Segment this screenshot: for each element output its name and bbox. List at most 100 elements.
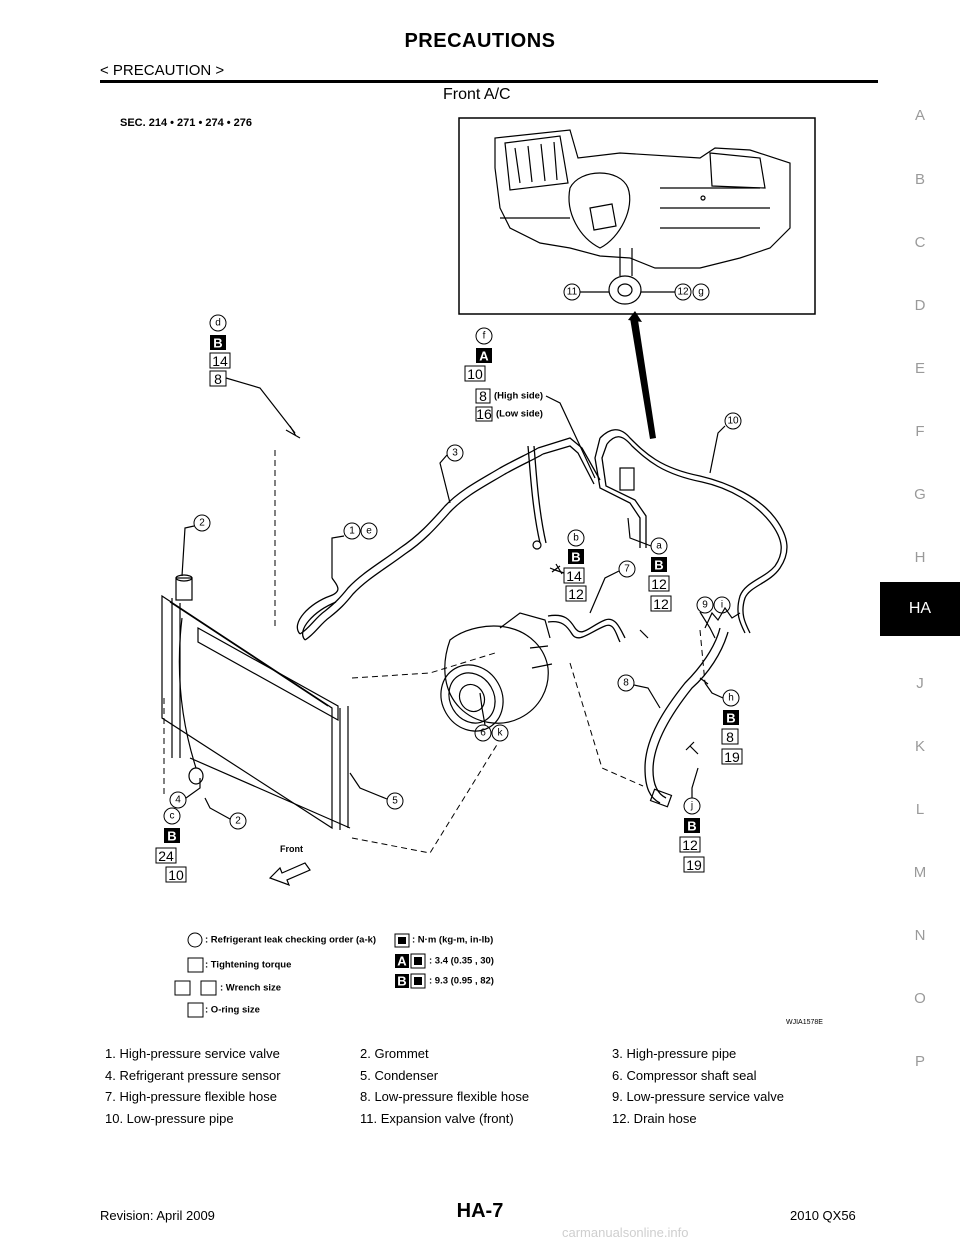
svg-text:A: A <box>397 954 407 969</box>
callout-5: 5 <box>349 772 404 810</box>
svg-text:: N·m (kg-m, in-lb): : N·m (kg-m, in-lb) <box>412 935 493 946</box>
parts-list: 1. High-pressure service valve 2. Gromme… <box>105 1046 865 1132</box>
ac-system-diagram: .ln { fill:none; stroke:#000; stroke-wid… <box>120 117 823 1026</box>
svg-text:g: g <box>698 287 704 298</box>
callout-11: 11 <box>563 283 609 301</box>
side-index-P[interactable]: P <box>914 1053 925 1070</box>
svg-text:10: 10 <box>727 416 739 427</box>
side-index-O[interactable]: O <box>914 990 926 1007</box>
svg-text:B: B <box>213 336 222 351</box>
side-index-C[interactable]: C <box>914 234 926 251</box>
callout-f-stack: f A 10 8 (High side) 16 (Low side) <box>464 327 596 479</box>
svg-text:1: 1 <box>349 526 355 537</box>
svg-text:: Refrigerant leak checking or: : Refrigerant leak checking order (a-k) <box>205 935 376 946</box>
svg-text:19: 19 <box>724 749 740 765</box>
side-index-E[interactable]: E <box>914 360 925 377</box>
side-index-F[interactable]: F <box>915 423 925 440</box>
svg-text:3: 3 <box>452 448 458 459</box>
svg-text:h: h <box>728 693 734 704</box>
svg-text:9: 9 <box>702 600 708 611</box>
watermark: carmanualsonline.info <box>562 1225 689 1240</box>
parts-row: 7. High-pressure flexible hose 8. Low-pr… <box>105 1089 865 1111</box>
callout-b-stack: b B 14 12 <box>549 529 587 602</box>
svg-text:12: 12 <box>677 287 689 298</box>
part-1: 1. High-pressure service valve <box>105 1046 280 1061</box>
inset-arrow <box>630 318 656 439</box>
callout-1-e: 1 e <box>331 522 378 578</box>
svg-text:14: 14 <box>212 353 228 369</box>
callout-d-stack: d B 14 8 <box>209 314 296 434</box>
heater-unit-illustration <box>494 129 791 305</box>
part-7: 7. High-pressure flexible hose <box>105 1089 277 1104</box>
side-index-J[interactable]: J <box>916 675 924 692</box>
callout-h-stack: h B 8 19 <box>704 682 743 765</box>
svg-text:: Wrench size: : Wrench size <box>220 983 281 994</box>
inset-frame <box>458 117 816 315</box>
page-title: PRECAUTIONS <box>404 30 556 52</box>
svg-text:12: 12 <box>682 837 698 853</box>
svg-text:12: 12 <box>653 596 669 612</box>
svg-text:: 3.4 (0.35 , 30): : 3.4 (0.35 , 30) <box>429 956 494 967</box>
svg-text:B: B <box>654 558 663 573</box>
footer-page-number: HA-7 <box>456 1200 504 1222</box>
side-index-G[interactable]: G <box>914 486 926 503</box>
svg-text:12: 12 <box>651 576 667 592</box>
front-label: Front <box>280 844 303 854</box>
svg-text:(Low side): (Low side) <box>496 409 543 420</box>
svg-text:: 9.3 (0.95 , 82): : 9.3 (0.95 , 82) <box>429 976 494 987</box>
callout-9-i: 9 i <box>696 596 731 639</box>
svg-text:24: 24 <box>158 848 174 864</box>
parts-row: 10. Low-pressure pipe 11. Expansion valv… <box>105 1111 865 1133</box>
svg-text:10: 10 <box>168 867 184 883</box>
svg-text:8: 8 <box>623 678 629 689</box>
svg-text:8: 8 <box>726 729 734 745</box>
side-index-K[interactable]: K <box>914 738 925 755</box>
condenser-illustration <box>161 574 351 830</box>
svg-text:B: B <box>571 550 580 565</box>
parts-row: 4. Refrigerant pressure sensor 5. Conden… <box>105 1068 865 1090</box>
svg-text:2: 2 <box>235 816 241 827</box>
svg-text:(High side): (High side) <box>494 391 543 402</box>
footer-model: 2010 QX56 <box>790 1208 856 1223</box>
part-5: 5. Condenser <box>360 1067 439 1083</box>
part-2: 2. Grommet <box>360 1046 429 1061</box>
side-index-M[interactable]: M <box>913 864 927 881</box>
side-index-B[interactable]: B <box>914 171 925 188</box>
parts-row: 1. High-pressure service valve 2. Gromme… <box>105 1046 865 1068</box>
callout-10: 10 <box>709 412 742 474</box>
callout-c-stack: c B 24 10 <box>155 807 187 883</box>
svg-text:: Tightening torque: : Tightening torque <box>205 960 291 971</box>
svg-text:e: e <box>366 526 372 537</box>
part-6: 6. Compressor shaft seal <box>612 1067 757 1083</box>
svg-text:B: B <box>687 819 696 834</box>
svg-text:5: 5 <box>392 796 398 807</box>
side-index-L[interactable]: L <box>915 801 925 818</box>
part-3: 3. High-pressure pipe <box>612 1046 737 1061</box>
part-9: 9. Low-pressure service valve <box>612 1089 784 1104</box>
svg-text:6: 6 <box>480 728 486 739</box>
svg-text:2: 2 <box>199 518 205 529</box>
callout-a-stack: a B 12 12 <box>627 517 672 612</box>
svg-text:19: 19 <box>686 857 702 873</box>
svg-text:14: 14 <box>566 568 582 584</box>
svg-text:8: 8 <box>479 388 487 404</box>
svg-text:i: i <box>721 600 723 611</box>
callout-3: 3 <box>439 444 464 504</box>
callout-8: 8 <box>617 674 661 709</box>
side-index-D[interactable]: D <box>914 297 926 314</box>
part-12: 12. Drain hose <box>612 1110 697 1126</box>
callout-12-g: 12 g <box>641 283 710 301</box>
side-index-N[interactable]: N <box>914 927 926 944</box>
side-index-H[interactable]: H <box>914 549 926 566</box>
section-label: SEC. 214 • 271 • 274 • 276 <box>120 117 252 129</box>
svg-text:a: a <box>656 541 662 552</box>
svg-text:8: 8 <box>214 371 222 387</box>
svg-text:d: d <box>215 318 221 329</box>
part-8: 8. Low-pressure flexible hose <box>360 1089 530 1104</box>
svg-text:: O-ring size: : O-ring size <box>205 1005 260 1016</box>
side-index-A[interactable]: A <box>914 107 925 124</box>
compressor-illustration <box>440 612 553 732</box>
header-divider <box>100 80 878 83</box>
callout-j-stack: j B 12 19 <box>679 767 705 873</box>
side-index-HA[interactable]: HA <box>880 582 960 636</box>
